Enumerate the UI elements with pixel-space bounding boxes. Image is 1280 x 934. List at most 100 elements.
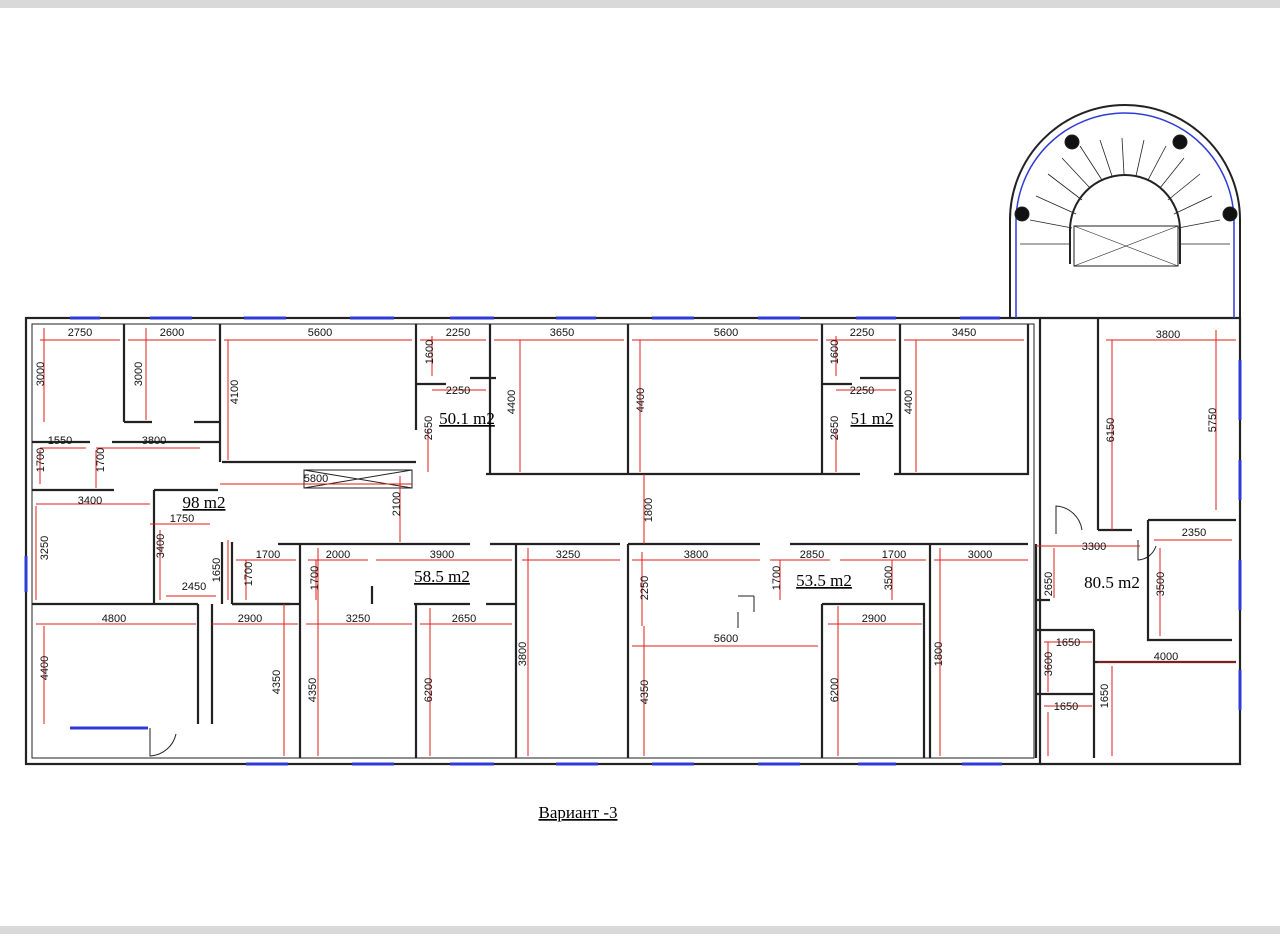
door-swing: [1055, 505, 1083, 534]
dim-label: 2350: [1182, 527, 1206, 539]
column-2: [1064, 134, 1080, 150]
dim-label: 1650: [1099, 684, 1111, 708]
column-4: [1222, 206, 1238, 222]
dimension-labels: 2750 2600 5600 2250 3650 5600 2250 3450 …: [35, 327, 1219, 713]
dim-label: 3800: [142, 435, 166, 447]
dim-label: 3400: [155, 534, 167, 558]
area-label: 80.5 m2: [1084, 573, 1140, 592]
dim-label: 4400: [506, 390, 518, 414]
dim-label: 2450: [182, 581, 206, 593]
dim-label: 2650: [829, 416, 841, 440]
area-label: 50.1 m2: [439, 409, 495, 428]
dim-label: 1650: [1054, 701, 1078, 713]
dim-label: 6200: [829, 678, 841, 702]
dim-label: 2250: [446, 327, 470, 339]
north-offices-bottom-wall: [222, 324, 1030, 476]
dim-label: 1800: [933, 642, 945, 666]
dim-label: 3450: [952, 327, 976, 339]
door-swing: [1137, 540, 1157, 561]
area-labels: 50.1 m2 51 m2 98 m2 58.5 m2 53.5 m2 80.5…: [183, 409, 1140, 592]
dim-label: 1700: [243, 562, 255, 586]
column-1: [1014, 206, 1030, 222]
dim-label: 6150: [1105, 418, 1117, 442]
dim-label: 5800: [304, 473, 328, 485]
dim-label: 3900: [430, 549, 454, 561]
outer-wall: [24, 316, 1042, 766]
staircase: [1009, 104, 1241, 318]
dim-label: 2000: [326, 549, 350, 561]
viewer-bottom-bar: [0, 926, 1280, 934]
dim-label: 1700: [771, 566, 783, 590]
dim-label: 1550: [48, 435, 72, 447]
dim-label: 2900: [862, 613, 886, 625]
area-label: 98 m2: [183, 493, 226, 512]
dim-label: 1700: [256, 549, 280, 561]
dim-label: 2650: [423, 416, 435, 440]
dim-label: 2250: [639, 576, 651, 600]
stair-steps: [1020, 137, 1230, 245]
stair-landing: [1073, 225, 1179, 267]
dim-label: 4100: [229, 380, 241, 404]
column-3: [1172, 134, 1188, 150]
stair-inner-arc: [1069, 174, 1181, 264]
dim-label: 1700: [95, 448, 107, 472]
dim-label: 1600: [829, 340, 841, 364]
drawing-caption: Вариант -3: [539, 803, 618, 822]
dim-label: 3000: [968, 549, 992, 561]
stair-rail: [737, 595, 755, 628]
dim-label: 1650: [1056, 637, 1080, 649]
walls: [24, 316, 1242, 766]
dim-label: 5600: [714, 633, 738, 645]
dim-label: 2850: [800, 549, 824, 561]
elevator-shaft-cross: [303, 469, 413, 489]
windows: [24, 316, 1242, 766]
dim-label: 2900: [238, 613, 262, 625]
elevator-shaft: [303, 469, 413, 489]
dim-label: 3000: [133, 362, 145, 386]
dim-label: 3250: [556, 549, 580, 561]
east-block-wall: [1040, 316, 1242, 766]
dim-label: 1700: [882, 549, 906, 561]
dim-label: 3250: [39, 536, 51, 560]
dim-label: 4000: [1154, 651, 1178, 663]
dim-label: 2650: [1043, 572, 1055, 596]
area-label: 58.5 m2: [414, 567, 470, 586]
dim-label: 4800: [102, 613, 126, 625]
stair-outer-arc: [1009, 104, 1241, 318]
dim-label: 2250: [850, 327, 874, 339]
dim-label: 3500: [1155, 572, 1167, 596]
dim-label: 2250: [446, 385, 470, 397]
dim-label: 1700: [35, 448, 47, 472]
dim-label: 4350: [271, 670, 283, 694]
dim-label: 3500: [883, 566, 895, 590]
dim-label: 4400: [39, 656, 51, 680]
dim-label: 2100: [391, 492, 403, 516]
dim-label: 3650: [550, 327, 574, 339]
dim-label: 3800: [1156, 329, 1180, 341]
dim-label: 3600: [1043, 652, 1055, 676]
stair-outer-arc-window: [1015, 112, 1235, 318]
dim-label: 5600: [308, 327, 332, 339]
dim-label: 1650: [211, 558, 223, 582]
dimension-lines: [35, 328, 1236, 756]
dim-label: 3800: [517, 642, 529, 666]
dim-label: 3000: [35, 362, 47, 386]
dim-label: 5750: [1207, 408, 1219, 432]
dim-label: 2750: [68, 327, 92, 339]
dim-label: 1750: [170, 513, 194, 525]
dim-label: 3800: [684, 549, 708, 561]
dim-label: 3400: [78, 495, 102, 507]
dim-label: 4350: [639, 680, 651, 704]
doors: [149, 469, 1157, 757]
stair-landing-cross: [1073, 225, 1179, 267]
dim-label: 4350: [307, 678, 319, 702]
dim-label: 4400: [635, 388, 647, 412]
dim-label: 2250: [850, 385, 874, 397]
dim-label: 1700: [309, 566, 321, 590]
door-swing: [149, 728, 177, 757]
dim-label: 3250: [346, 613, 370, 625]
area-label: 51 m2: [851, 409, 894, 428]
east-block-inner-line: [1096, 318, 1132, 532]
area-label: 53.5 m2: [796, 571, 852, 590]
